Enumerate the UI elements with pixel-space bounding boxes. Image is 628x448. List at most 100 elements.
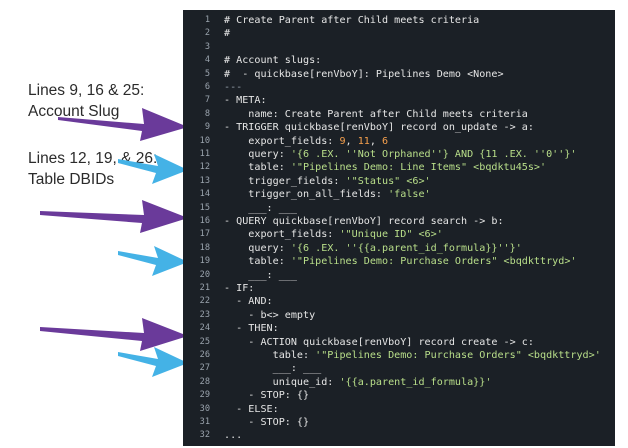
code-text: - b<> empty <box>224 309 315 322</box>
code-line[interactable]: 20 ___: ___ <box>183 269 615 282</box>
code-line[interactable]: 2# <box>183 27 615 40</box>
code-line[interactable]: 21 - IF: <box>183 282 615 295</box>
code-token: ___: ___ <box>224 269 297 281</box>
code-text: query: '{6 .EX. ''Not Orphaned''} AND {1… <box>224 148 576 161</box>
line-number: 5 <box>204 68 210 79</box>
code-token: # Account slugs: <box>224 55 322 67</box>
line-number: 4 <box>204 55 210 66</box>
code-line[interactable]: 19 table: '"Pipelines Demo: Purchase Ord… <box>183 255 615 268</box>
line-number: 18 <box>199 242 210 253</box>
code-line[interactable]: 31 - STOP: {} <box>183 416 615 429</box>
code-line[interactable]: 5 # - quickbase[renVboY]: Pipelines Demo … <box>183 68 615 81</box>
code-line[interactable]: 7 - META: <box>183 94 615 107</box>
code-line[interactable]: 27 ___: ___ <box>183 362 615 375</box>
code-line[interactable]: 28 unique_id: '{{a.parent_id_formula}}' <box>183 376 615 389</box>
code-text: ___: ___ <box>224 269 297 282</box>
code-editor[interactable]: 1# Create Parent after Child meets crite… <box>183 10 615 446</box>
code-text: table: '"Pipelines Demo: Purchase Orders… <box>224 255 576 268</box>
code-line[interactable]: 9- TRIGGER quickbase[renVboY] record on_… <box>183 121 615 134</box>
code-token: # - quickbase[renVboY]: Pipelines Demo <… <box>224 68 504 80</box>
code-line[interactable]: 1# Create Parent after Child meets crite… <box>183 14 615 27</box>
code-line[interactable]: 23 - b<> empty <box>183 309 615 322</box>
code-token: query: <box>224 149 291 160</box>
code-text: export_fields: 9, 11, 6 <box>224 135 388 148</box>
code-token: - b<> empty <box>224 309 316 321</box>
code-token: 9 <box>339 135 346 147</box>
code-text: - META: <box>224 94 267 107</box>
code-line[interactable]: 22 - AND: <box>183 295 615 308</box>
code-line[interactable]: 26 table: '"Pipelines Demo: Purchase Ord… <box>183 349 615 362</box>
code-token: - STOP: {} <box>224 390 310 402</box>
code-text: trigger_on_all_fields: 'false' <box>224 188 431 201</box>
code-token: - IF: <box>224 283 255 294</box>
line-number: 17 <box>199 229 210 240</box>
code-text: - AND: <box>224 295 273 308</box>
code-line[interactable]: 25 - ACTION quickbase[renVboY] record cr… <box>183 336 615 349</box>
code-token: '"Pipelines Demo: Purchase Orders" <bqdk… <box>290 256 577 268</box>
code-line[interactable]: 8 name: Create Parent after Child meets … <box>183 108 615 121</box>
code-token: ... <box>224 430 243 442</box>
code-token: # <box>224 28 231 40</box>
code-text: - ELSE: <box>224 403 279 416</box>
code-token: '{{a.parent_id_formula}}' <box>339 376 492 388</box>
code-line[interactable]: 14 trigger_on_all_fields: 'false' <box>183 188 615 201</box>
code-line[interactable]: 30 - ELSE: <box>183 403 615 416</box>
line-number: 26 <box>199 350 210 360</box>
code-token: table: <box>224 350 316 361</box>
purple-arrow-icon <box>40 318 188 351</box>
code-line[interactable]: 17 export_fields: '"Unique ID" <6>' <box>183 228 615 241</box>
code-token: '{6 .EX. ''Not Orphaned''} AND {11 .EX. … <box>290 149 577 160</box>
code-text: name: Create Parent after Child meets cr… <box>224 108 528 121</box>
line-number: 7 <box>204 95 210 106</box>
code-line[interactable]: 29 - STOP: {} <box>183 389 615 402</box>
code-token: trigger_on_all_fields: <box>224 189 389 201</box>
line-number: 15 <box>199 202 210 213</box>
code-token: export_fields: <box>224 229 340 241</box>
code-line[interactable]: 24 - THEN: <box>183 322 615 335</box>
code-line[interactable]: 15 ___: ___ <box>183 202 615 215</box>
line-number: 28 <box>199 376 210 387</box>
code-line[interactable]: 10 export_fields: 9, 11, 6 <box>183 135 615 148</box>
code-token: '"Pipelines Demo: Purchase Orders" <bqdk… <box>315 350 601 361</box>
code-line[interactable]: 13 trigger_fields: '"Status" <6>' <box>183 175 615 188</box>
line-number: 25 <box>199 336 210 347</box>
code-text: ... <box>224 429 242 442</box>
table-dbid-annotation-subtitle: Table DBIDs <box>28 171 115 188</box>
code-token: , <box>369 135 383 147</box>
code-token: - AND: <box>224 296 273 308</box>
line-number: 6 <box>204 82 210 92</box>
blue-arrow-icon <box>118 246 188 276</box>
code-line[interactable]: 3 <box>183 41 615 54</box>
line-number: 21 <box>199 283 210 293</box>
code-text: unique_id: '{{a.parent_id_formula}}' <box>224 376 492 389</box>
code-token: '{6 .EX. ''{{a.parent_id_formula}}''}' <box>290 242 522 254</box>
line-number: 32 <box>199 430 210 441</box>
code-line[interactable]: 12 table: '"Pipelines Demo: Line Items" … <box>183 161 615 174</box>
code-line[interactable]: 11 query: '{6 .EX. ''Not Orphaned''} AND… <box>183 148 615 161</box>
line-number: 23 <box>199 309 210 320</box>
line-number: 20 <box>199 269 210 280</box>
code-token: table: <box>224 162 291 174</box>
code-text: - STOP: {} <box>224 389 309 402</box>
code-text: trigger_fields: '"Status" <6>' <box>224 175 430 188</box>
code-line[interactable]: 16- QUERY quickbase[renVboY] record sear… <box>183 215 615 228</box>
code-text: table: '"Pipelines Demo: Purchase Orders… <box>224 349 601 362</box>
code-token: 'false' <box>388 189 431 201</box>
code-line[interactable]: 6 --- <box>183 81 615 94</box>
line-number: 8 <box>204 108 210 119</box>
code-line[interactable]: 32... <box>183 429 615 442</box>
code-text: table: '"Pipelines Demo: Line Items" <bq… <box>224 161 546 174</box>
code-text: # <box>224 27 230 40</box>
code-token: # Create Parent after Child meets criter… <box>224 15 480 26</box>
code-token: - QUERY quickbase[renVboY] record search… <box>224 216 504 227</box>
code-token: ___: ___ <box>224 363 322 375</box>
purple-arrow-icon <box>40 200 188 233</box>
line-number: 14 <box>199 189 210 200</box>
code-text: - ACTION quickbase[renVboY] record creat… <box>224 336 534 349</box>
line-number: 2 <box>204 28 210 39</box>
code-token: --- <box>224 82 243 93</box>
code-token: - STOP: {} <box>224 417 310 428</box>
code-token: ___: ___ <box>224 202 297 214</box>
code-line[interactable]: 18 query: '{6 .EX. ''{{a.parent_id_formu… <box>183 242 615 255</box>
code-line[interactable]: 4 # Account slugs: <box>183 54 615 67</box>
